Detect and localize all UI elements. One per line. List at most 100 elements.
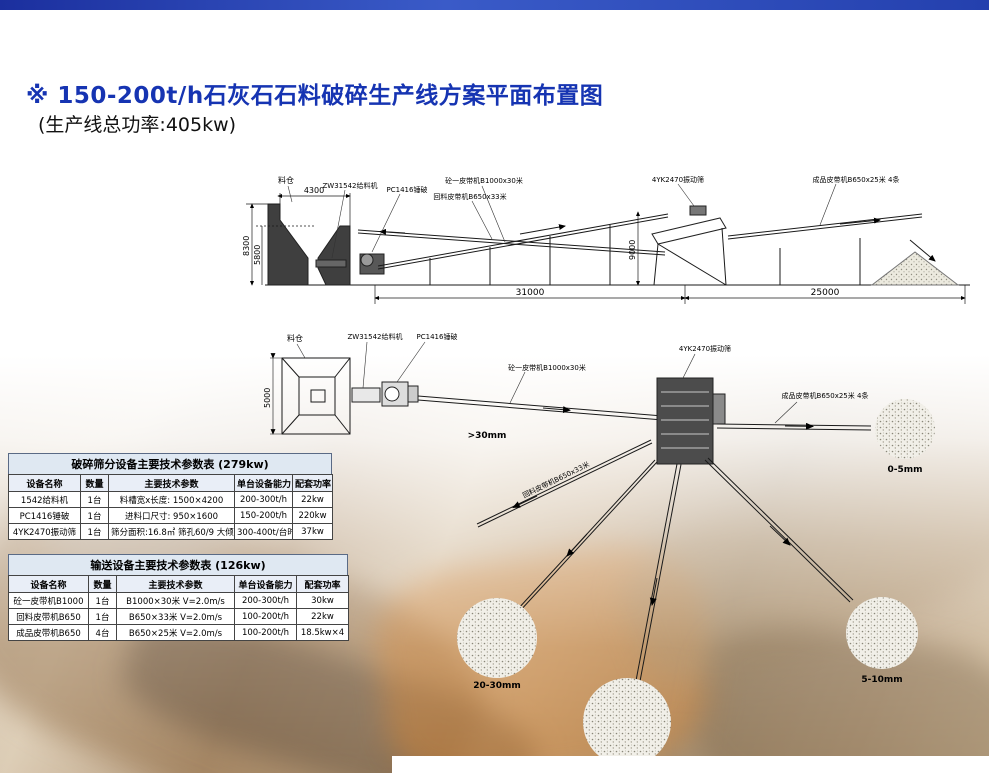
crusher-flywheel: [360, 253, 374, 267]
flow-arrow: [769, 525, 791, 546]
crusher-label: PC1416锤破: [417, 332, 458, 341]
product-belt-1: [716, 423, 872, 427]
column-header: 配套功率: [296, 575, 349, 593]
table-row: 4YK2470振动筛 1台 筛分面积:16.8㎡ 筛孔60/9 大倾角 300-…: [8, 523, 333, 540]
leader-line: [481, 185, 506, 243]
flow-arrow: [839, 217, 881, 225]
cell-power: 18.5kw×4: [296, 624, 349, 641]
cell-params: 料槽宽x长度: 1500×4200: [108, 491, 235, 508]
column-header: 配套功率: [292, 474, 333, 492]
leader-line: [371, 193, 401, 253]
cell-power: 30kw: [296, 592, 349, 609]
hopper-label: 料仓: [278, 175, 294, 185]
cell-params: B650×33米 V=2.0m/s: [116, 608, 235, 625]
side-view-diagram: 料仓 ZW31542给料机 PC1416锤破 砼一皮带机B1000x30米 回料…: [242, 175, 970, 304]
column-header: 主要技术参数: [108, 474, 235, 492]
leader-line: [331, 189, 346, 259]
cell-qty: 1台: [80, 523, 109, 540]
leader-line: [296, 343, 306, 359]
leader-line: [677, 183, 695, 207]
leader-line: [774, 401, 798, 424]
convey-table: 输送设备主要技术参数表 (126kw) 设备名称 数量 主要技术参数 单台设备能…: [8, 554, 349, 641]
feeder-label: ZW31542给料机: [323, 181, 378, 190]
cell-power: 22kw: [292, 491, 333, 508]
pile-label-0-5mm: 0-5mm: [887, 465, 922, 475]
convey-table-grid: 设备名称 数量 主要技术参数 单台设备能力 配套功率 砼一皮带机B1000 1台…: [8, 575, 349, 641]
flow-arrow: [512, 495, 538, 508]
column-header: 设备名称: [8, 474, 81, 492]
cell-qty: 4台: [88, 624, 117, 641]
column-header: 单台设备能力: [234, 575, 297, 593]
main-belt: [377, 216, 669, 270]
return-belt: [357, 229, 666, 253]
cell-capacity: 100-200t/h: [234, 608, 297, 625]
product-belt-2: [707, 457, 854, 601]
screen-plan: [656, 377, 714, 465]
table-row: 1542给料机 1台 料槽宽x长度: 1500×4200 200-300t/h …: [8, 491, 333, 508]
flow-arrow: [649, 577, 658, 606]
oversize-label: >30mm: [468, 431, 507, 441]
leader-line: [819, 183, 837, 226]
table-row: PC1416锤破 1台 进料口尺寸: 950×1600 150-200t/h 2…: [8, 507, 333, 524]
flow-arrow: [519, 224, 566, 235]
screen-motor-plan: [712, 393, 726, 425]
hopper-right-wall: [317, 225, 351, 286]
screen-vibrator: [689, 205, 707, 216]
table-row: 砼一皮带机B1000 1台 B1000×30米 V=2.0m/s 200-300…: [8, 592, 349, 609]
product-pile-10-20mm: [583, 678, 671, 766]
flow-arrow: [542, 406, 571, 414]
cell-params: B1000×30米 V=2.0m/s: [116, 592, 235, 609]
product-pile-0-5mm: [875, 399, 935, 459]
main-belt-label: 砼一皮带机B1000x30米: [508, 363, 586, 372]
cell-equipment: 成品皮带机B650: [8, 624, 89, 641]
cell-params: B650×25米 V=2.0m/s: [116, 624, 235, 641]
leader-line: [396, 341, 426, 383]
cell-qty: 1台: [80, 507, 109, 524]
photo-background: [0, 355, 989, 773]
table-row: 回料皮带机B650 1台 B650×33米 V=2.0m/s 100-200t/…: [8, 608, 349, 625]
main-belt-plan: [417, 395, 664, 417]
plan-view-diagram: 料仓 ZW31542给料机 PC1416锤破 5000 砼一皮带机B1000x3…: [263, 332, 935, 773]
flow-arrow: [566, 533, 588, 557]
column-header: 单台设备能力: [234, 474, 293, 492]
cell-capacity: 150-200t/h: [234, 507, 293, 524]
product-belt-3: [638, 464, 682, 687]
top-bar: [0, 0, 989, 10]
column-header: 主要技术参数: [116, 575, 235, 593]
screen-deck: [651, 217, 727, 245]
return-belt: [357, 232, 666, 256]
leader-line: [509, 371, 526, 404]
return-belt-plan: [476, 439, 652, 525]
product-pile-5-10mm: [846, 597, 918, 669]
product-belt: [727, 216, 923, 240]
column-header: 数量: [88, 575, 117, 593]
main-belt-plan: [417, 399, 664, 421]
leader-line: [287, 185, 293, 203]
hopper-funnel-edge: [334, 414, 351, 435]
cell-power: 220kw: [292, 507, 333, 524]
crusher-label: PC1416锤破: [387, 185, 428, 194]
product-pile-20-30mm: [457, 598, 537, 678]
dim-31000: 31000: [516, 288, 545, 298]
pile-label-20-30mm: 20-30mm: [473, 681, 521, 691]
leader-line: [471, 200, 493, 240]
screen-leg: [653, 243, 659, 286]
crush-table-grid: 设备名称 数量 主要技术参数 单台设备能力 配套功率 1542给料机 1台 料槽…: [8, 474, 333, 540]
cell-power: 22kw: [296, 608, 349, 625]
dim-9000: 9000: [628, 240, 637, 260]
hopper-funnel-edge: [281, 357, 300, 378]
product-belt-label: 成品皮带机B650x25米 4条: [813, 175, 900, 184]
leader-line: [682, 353, 696, 379]
main-belt: [377, 213, 669, 267]
cell-qty: 1台: [88, 608, 117, 625]
screen-brace: [657, 243, 727, 286]
product-belt-3: [634, 463, 678, 687]
cell-capacity: 200-300t/h: [234, 491, 293, 508]
dim-5800: 5800: [253, 245, 262, 265]
feeder-label: ZW31542给料机: [348, 332, 403, 341]
hopper-funnel-edge: [334, 357, 351, 378]
product-belt: [727, 213, 923, 237]
hopper-funnel-edge: [281, 414, 300, 435]
leader-line: [362, 341, 368, 389]
